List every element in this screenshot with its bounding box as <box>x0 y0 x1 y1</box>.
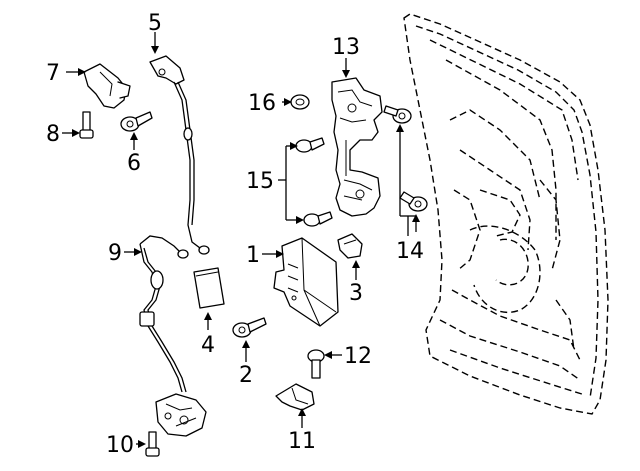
callout-4: 4 <box>201 333 215 358</box>
part-2-bolt <box>232 317 267 338</box>
lower-latch <box>155 393 207 437</box>
part-5-cable <box>149 55 210 255</box>
callout-2: 2 <box>239 363 253 388</box>
part-1-module <box>273 237 339 327</box>
door-panel-outline <box>403 13 609 415</box>
part-4-pad <box>193 267 225 309</box>
part-9-cable <box>139 235 189 393</box>
callout-16: 16 <box>248 91 276 116</box>
callout-14: 14 <box>396 239 424 264</box>
callout-8: 8 <box>46 122 60 147</box>
part-10-bolt <box>145 431 160 457</box>
part-6-bolt <box>120 111 153 132</box>
callout-numbers: 1 2 3 4 5 6 7 8 9 10 11 12 13 14 15 16 <box>46 11 424 458</box>
part-13-latch <box>331 77 383 217</box>
part-11-bracket <box>275 383 315 411</box>
callout-11: 11 <box>288 429 316 454</box>
callout-9: 9 <box>108 241 122 266</box>
callout-10: 10 <box>106 433 134 458</box>
part-16-washer <box>290 94 310 110</box>
part-7-bracket <box>83 63 131 109</box>
callout-3: 3 <box>349 281 363 306</box>
callout-15: 15 <box>246 169 274 194</box>
part-15-bolt-lower <box>303 211 333 227</box>
part-14-bolt-lower <box>399 191 428 212</box>
leader-lines <box>62 32 420 448</box>
callout-7: 7 <box>46 61 60 86</box>
callout-12: 12 <box>344 344 372 369</box>
part-15-bolt-upper <box>295 137 325 153</box>
callout-13: 13 <box>332 35 360 60</box>
part-14-bolt-upper <box>383 105 412 124</box>
callout-5: 5 <box>148 11 162 36</box>
part-3-clip <box>337 233 363 259</box>
callout-1: 1 <box>246 243 260 268</box>
callout-6: 6 <box>127 151 141 176</box>
part-12-bolt <box>307 349 325 379</box>
part-8-bolt <box>79 111 94 139</box>
